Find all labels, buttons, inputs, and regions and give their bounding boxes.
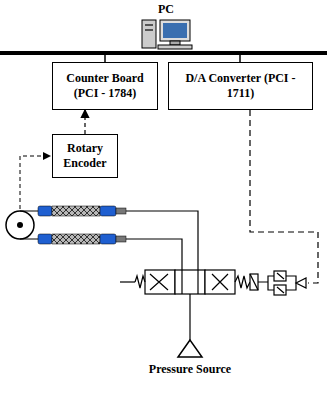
box-text: Counter Board (PCI - 1784) xyxy=(57,71,153,101)
source-label: Pressure Source xyxy=(148,362,232,377)
box-text: D/A Converter (PCI - 1711) xyxy=(173,71,308,101)
bus-bar xyxy=(0,51,327,55)
pc-icon xyxy=(142,20,192,49)
converter-box: D/A Converter (PCI - 1711) xyxy=(168,62,313,110)
pneumatic-muscles xyxy=(38,206,126,244)
proportional-valve xyxy=(120,270,306,295)
pulley xyxy=(6,211,38,239)
pressure-source-symbol xyxy=(178,340,202,357)
box-text: Rotary Encoder xyxy=(57,141,113,171)
signal-arrow xyxy=(84,110,85,134)
counter-board-box: Counter Board (PCI - 1784) xyxy=(52,62,158,110)
computer-label: PC xyxy=(157,2,175,17)
encoder-box: Rotary Encoder xyxy=(52,134,118,178)
